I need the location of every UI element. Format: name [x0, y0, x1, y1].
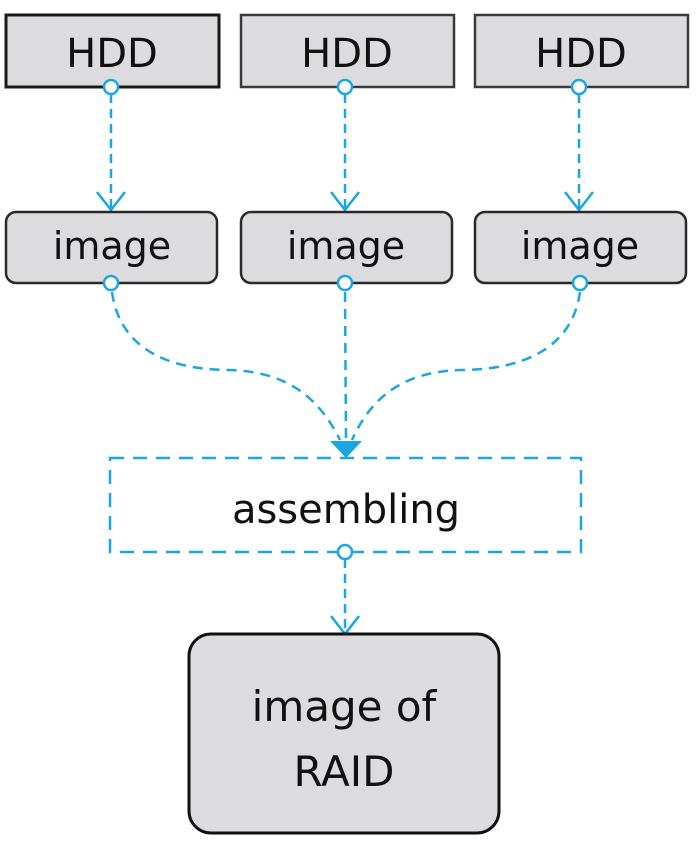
hdd-node-3[interactable]: HDD	[473, 13, 690, 89]
image-label: image	[287, 224, 405, 268]
image-node-3[interactable]: image	[473, 210, 688, 285]
connector-image1-assembling	[110, 291, 342, 441]
raid-image-label-line1: image of	[252, 682, 438, 731]
hdd-node-2[interactable]: HDD	[239, 13, 456, 89]
raid-image-node[interactable]: image of RAID	[187, 632, 501, 835]
arrowhead-icon	[96, 191, 126, 213]
hdd-label: HDD	[66, 31, 158, 77]
port-icon	[102, 78, 120, 96]
hdd-label: HDD	[301, 31, 393, 77]
port-icon	[336, 543, 354, 561]
hdd-node-1[interactable]: HDD	[4, 13, 221, 89]
port-icon	[102, 274, 120, 292]
connector-image2-assembling	[343, 291, 348, 441]
arrowhead-filled-icon	[330, 441, 362, 458]
arrowhead-icon	[330, 191, 360, 213]
image-label: image	[521, 224, 639, 268]
hdd-label: HDD	[535, 31, 627, 77]
assembling-node[interactable]: assembling	[108, 456, 583, 554]
port-icon	[571, 274, 589, 292]
image-node-2[interactable]: image	[239, 210, 454, 285]
connector-image3-assembling	[350, 291, 582, 441]
assembling-label: assembling	[232, 487, 460, 533]
port-icon	[336, 78, 354, 96]
arrowhead-icon	[564, 191, 594, 213]
port-icon	[336, 274, 354, 292]
image-label: image	[53, 224, 171, 268]
port-icon	[570, 78, 588, 96]
image-node-1[interactable]: image	[4, 210, 219, 285]
raid-image-label-line2: RAID	[294, 747, 395, 796]
